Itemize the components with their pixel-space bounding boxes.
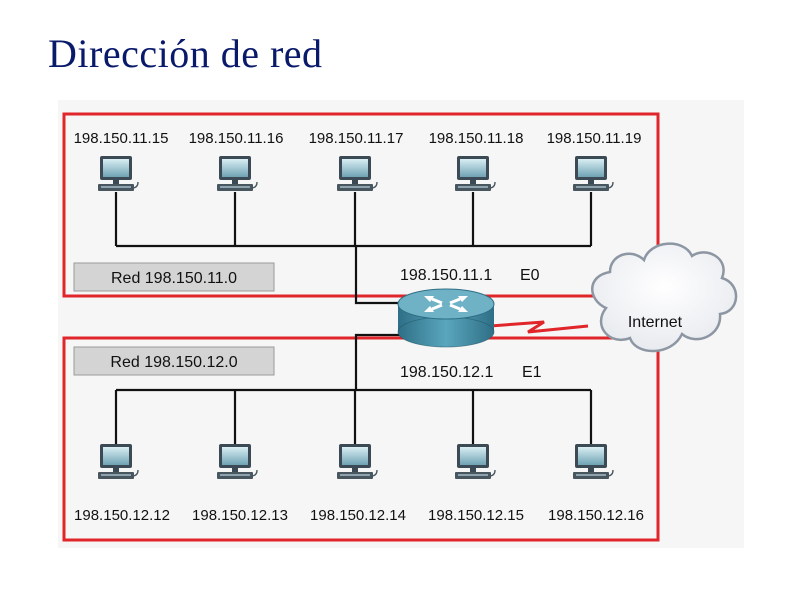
bottom-network-label: Red 198.150.12.0 [110,354,237,371]
top-ethernet-segment [114,192,593,305]
router-e1-ip: 198.150.12.1 [400,364,494,381]
computer-icon[interactable] [454,443,496,480]
serial-link [489,320,589,334]
top-host-ip-2: 198.150.11.16 [189,130,284,147]
computer-icon[interactable] [216,155,258,192]
router-e1-name: E1 [522,364,542,381]
cloud-icon[interactable] [591,242,738,353]
computer-icon[interactable] [97,443,139,480]
bottom-host-ip-1: 198.150.12.12 [74,507,170,524]
top-host-ip-3: 198.150.11.17 [309,130,404,147]
top-host-ip-1: 198.150.11.15 [74,130,169,147]
computer-icon[interactable] [336,155,378,192]
router-icon[interactable] [397,288,495,348]
bottom-host-ip-4: 198.150.12.15 [428,507,524,524]
router-e0-name: E0 [520,267,540,284]
top-network-label: Red 198.150.11.0 [111,270,237,287]
computer-icon[interactable] [572,443,614,480]
top-host-ip-4: 198.150.11.18 [429,130,524,147]
bottom-host-ip-5: 198.150.12.16 [548,507,644,524]
bottom-host-ip-3: 198.150.12.14 [310,507,406,524]
network-diagram: 198.150.11.15 198.150.11.16 198.150.11.1… [58,100,744,548]
top-network-border [62,112,660,298]
router-e0-ip: 198.150.11.1 [400,267,492,284]
cloud-label: Internet [628,314,683,331]
computer-icon[interactable] [336,443,378,480]
diagram-svg: 198.150.11.15 198.150.11.16 198.150.11.1… [62,112,738,542]
computer-icon[interactable] [216,443,258,480]
bottom-host-ip-2: 198.150.12.13 [192,507,288,524]
page-title: Dirección de red [48,31,323,76]
top-host-ip-5: 198.150.11.19 [547,130,642,147]
computer-icon[interactable] [97,155,139,192]
computer-icon[interactable] [572,155,614,192]
bottom-network-label-box [73,346,275,376]
computer-icon[interactable] [454,155,496,192]
top-network-label-box [73,262,275,292]
bottom-network-border [62,336,660,542]
